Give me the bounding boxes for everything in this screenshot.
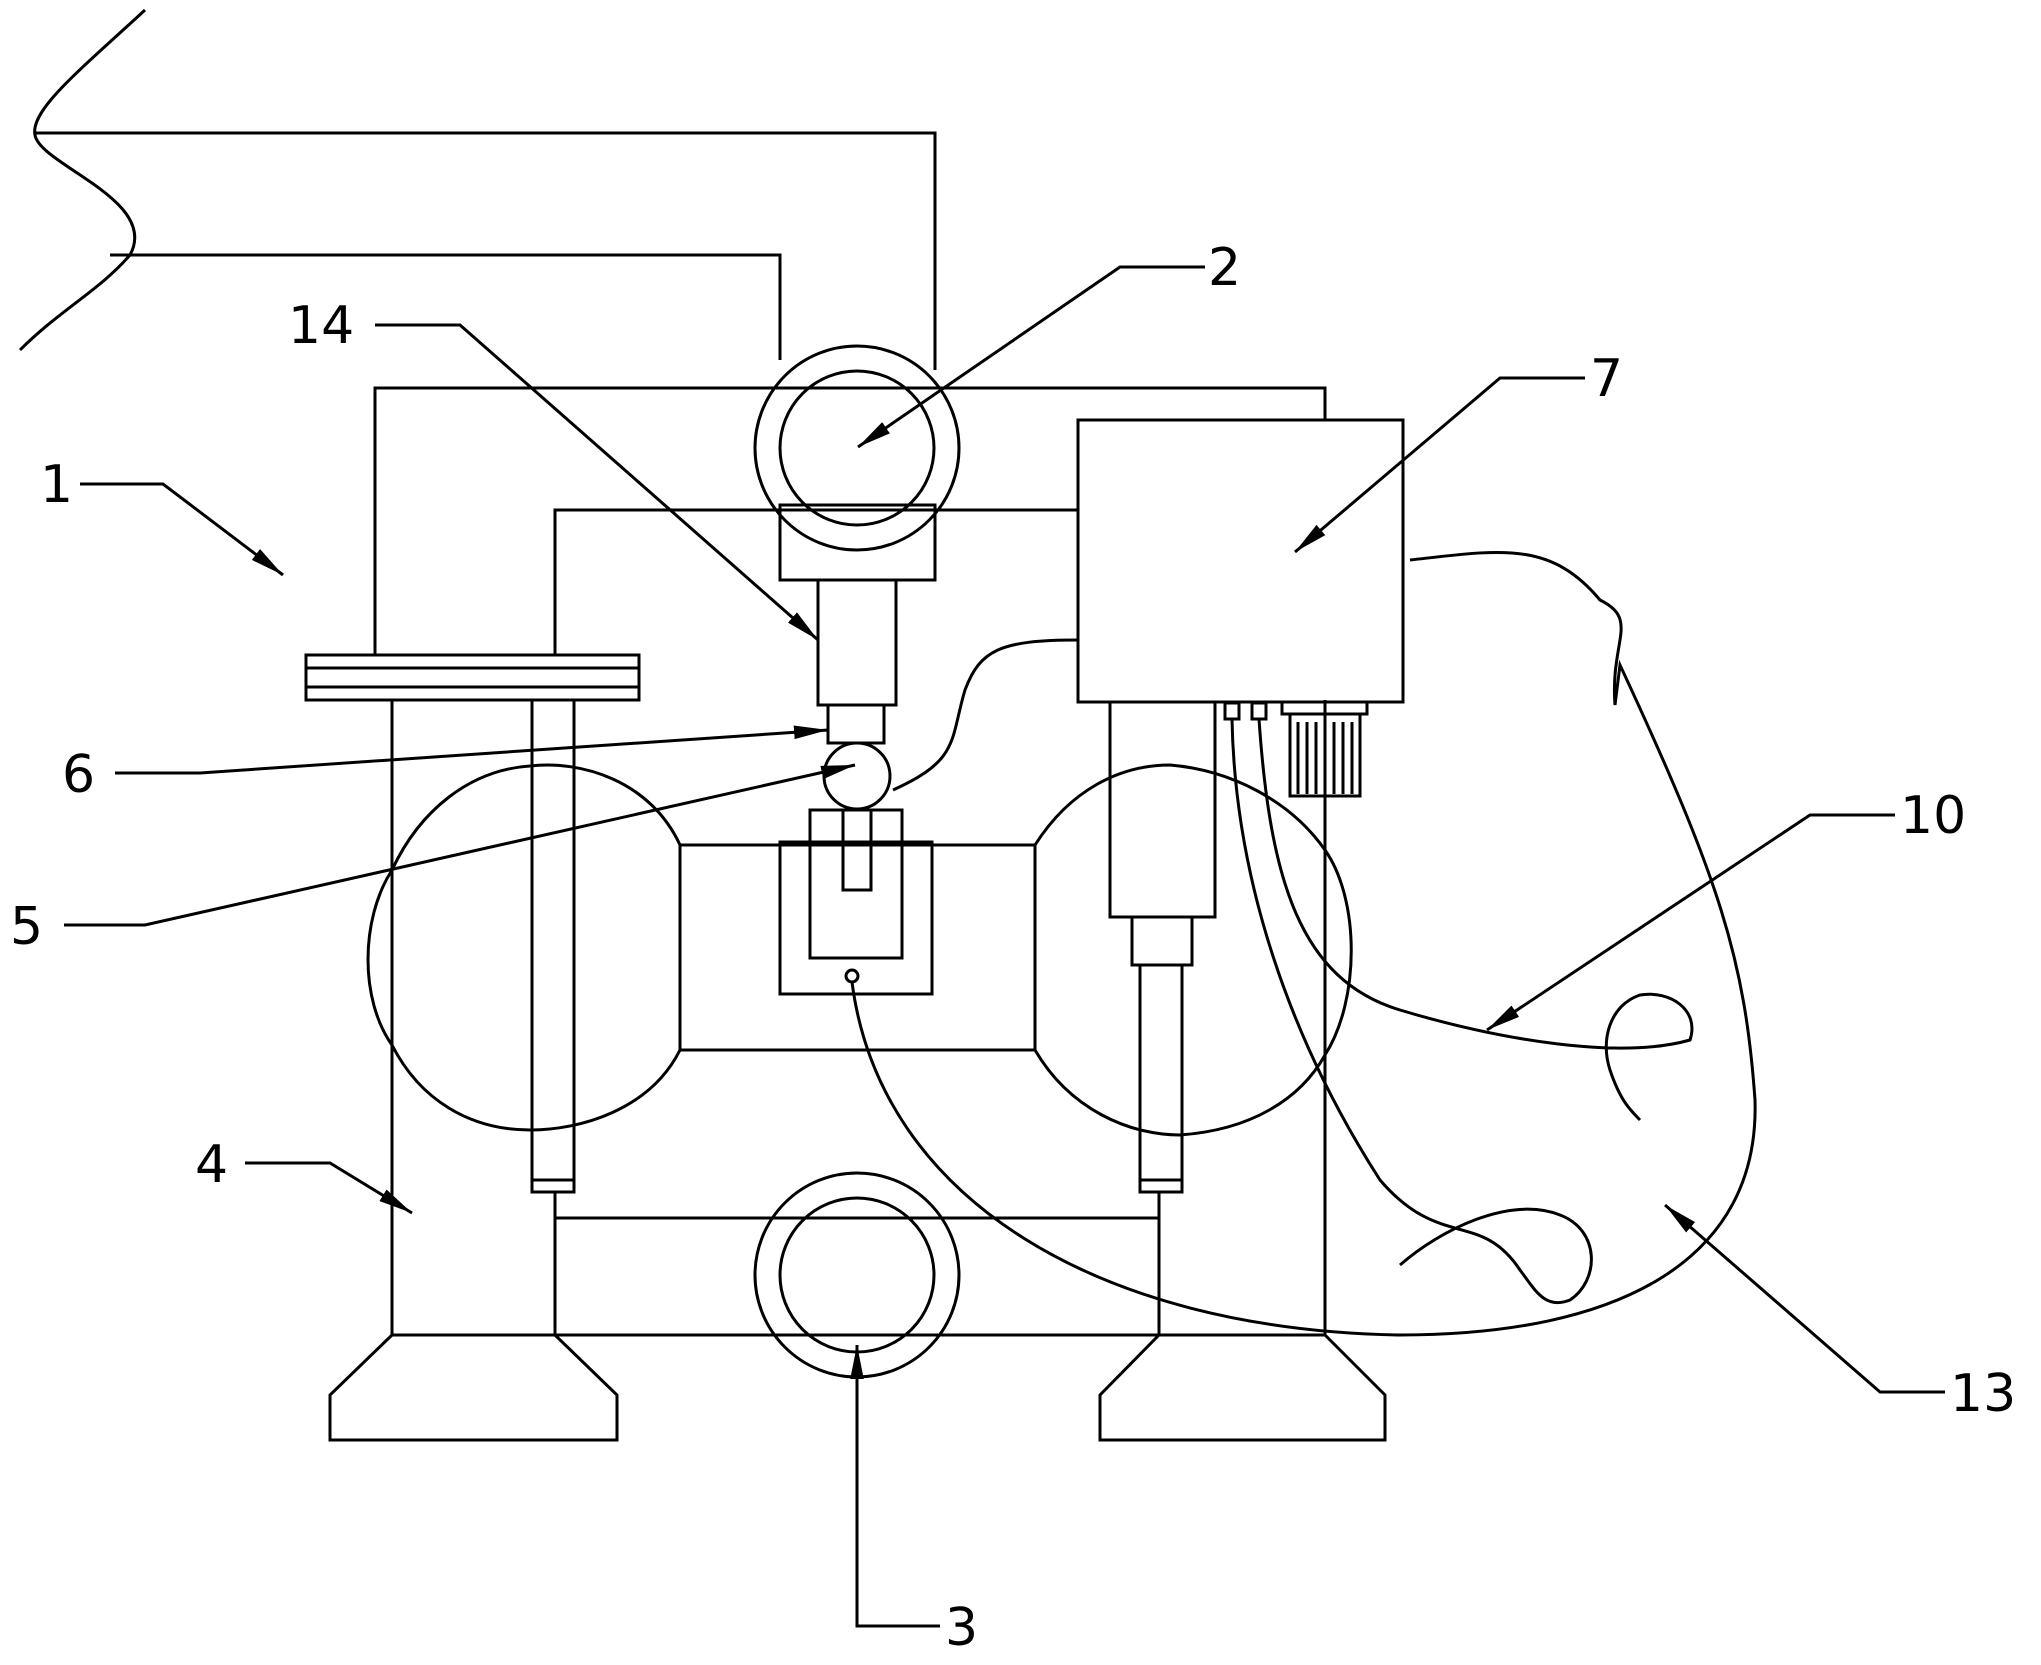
leader-13: [1664, 1203, 1945, 1394]
inlet-pipe: [18, 8, 937, 370]
left-pump-chamber: [366, 698, 682, 1194]
outlet-manifold: [753, 344, 961, 582]
label-13: 13: [1950, 1364, 2016, 1424]
mounting-plate: [304, 653, 641, 702]
label-7: 7: [1590, 349, 1623, 409]
leader-14: [375, 323, 819, 642]
reference-numerals: 1 2 3 4 5 6 7 10 13 14: [10, 238, 2016, 1658]
central-body: [680, 808, 1037, 1052]
label-5: 5: [10, 897, 43, 957]
leader-10: [1486, 813, 1895, 1032]
leader-3: [850, 1345, 940, 1628]
label-6: 6: [62, 745, 95, 805]
leader-4: [245, 1161, 413, 1215]
leader-1: [80, 482, 284, 577]
base-feet: [328, 1333, 1387, 1442]
label-2: 2: [1208, 238, 1241, 298]
controller: [1076, 418, 1405, 1194]
label-10: 10: [1900, 786, 1966, 846]
leader-2: [857, 265, 1205, 449]
leader-6: [115, 725, 829, 775]
label-4: 4: [195, 1135, 228, 1195]
label-1: 1: [40, 455, 73, 515]
leader-5: [64, 763, 856, 927]
cables: [850, 550, 1757, 1337]
sensor-column: [816, 578, 898, 811]
label-3: 3: [945, 1598, 978, 1658]
leader-lines: [64, 265, 1945, 1628]
leader-7: [1294, 376, 1585, 554]
right-pump-chamber: [1033, 763, 1353, 1137]
connector-fins: [1296, 722, 1354, 794]
label-14: 14: [288, 296, 354, 356]
